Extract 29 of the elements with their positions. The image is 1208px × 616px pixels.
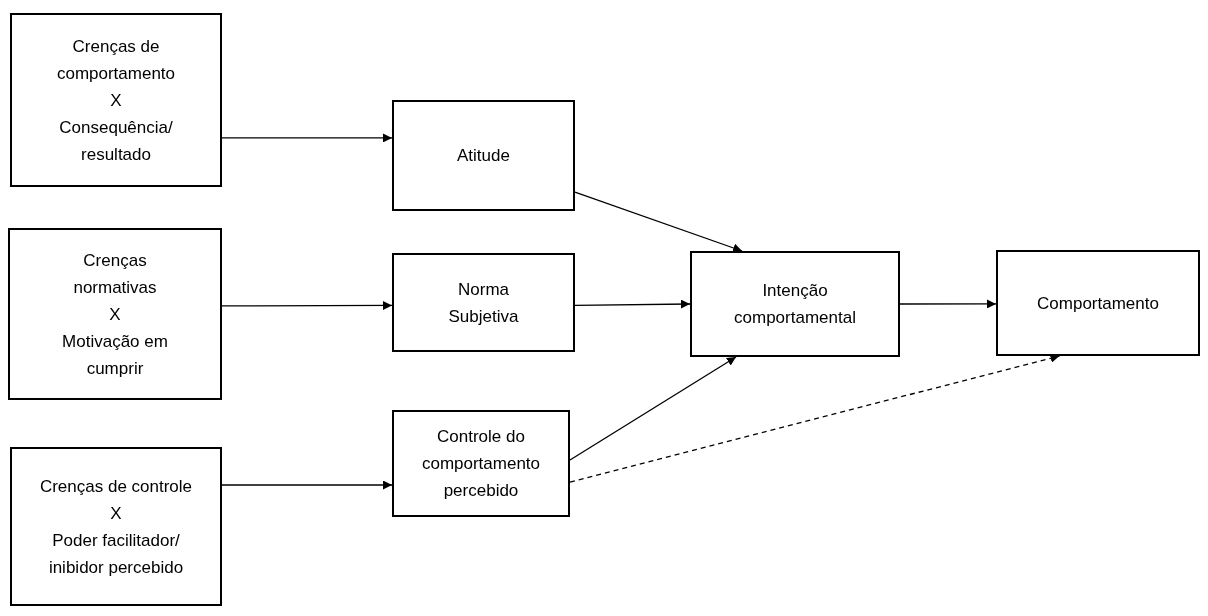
arrow (569, 356, 737, 461)
process-box (392, 100, 575, 211)
box-text: Motivação em cumprir (61, 330, 169, 380)
process-box (996, 250, 1200, 356)
process-box (10, 447, 222, 606)
box-text: X (109, 303, 121, 326)
box-text: Atitude (457, 145, 510, 167)
process-box (690, 251, 900, 357)
process-box (10, 13, 222, 187)
process-box (392, 253, 575, 352)
box-text: Crenças de comportamento (55, 35, 177, 85)
arrow (221, 480, 393, 490)
box-text: X (110, 502, 122, 525)
box-text: Crenças normativas (72, 249, 158, 299)
box-text: Controle do comportamento percebido (420, 426, 542, 502)
arrow (221, 301, 393, 310)
box-text: Crenças de controle (39, 475, 193, 498)
box-text: Norma Subjetiva (447, 278, 520, 328)
box-text: Intenção comportamental (733, 280, 857, 329)
process-box (392, 410, 570, 517)
box-text: X (110, 89, 122, 112)
box-text: Comportamento (1037, 292, 1159, 315)
box-text: Consequência/ resultado (58, 116, 174, 166)
arrow (574, 191, 743, 253)
box-text: Poder facilitador/ inibidor percebido (47, 529, 185, 579)
arrow (221, 133, 393, 143)
process-box (8, 228, 222, 400)
arrow (574, 299, 691, 309)
arrow (899, 299, 997, 309)
